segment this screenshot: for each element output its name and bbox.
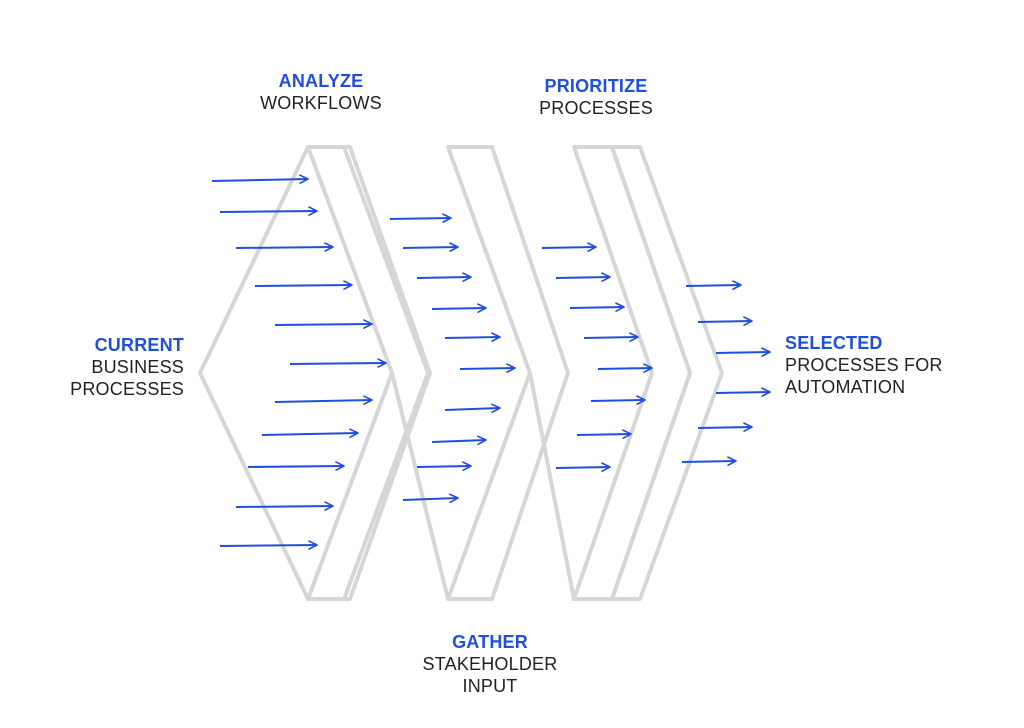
stage-1-arrow [416,461,472,471]
stage-1-arrow [459,363,516,373]
stage-2-arrow [569,302,625,312]
stage-1-arrow [431,435,487,446]
input-arrow [254,280,353,290]
current-label: CURRENT BUSINESS PROCESSES [64,334,184,400]
current-heading: CURRENT [94,335,184,355]
selected-heading: SELECTED [785,333,883,353]
output-arrow [715,387,771,397]
stage-1-arrow [444,332,501,342]
input-arrow [247,461,345,471]
stage-1-arrow [389,213,452,223]
prioritize-body: PROCESSES [539,98,653,118]
output-arrow [685,280,742,290]
input-arrow [261,428,359,438]
stage-2-arrow [576,429,632,439]
input-arrow [274,395,373,405]
stage-2-arrow [590,395,646,405]
prioritize-label: PRIORITIZE PROCESSES [530,75,662,119]
analyze-body: WORKFLOWS [260,93,382,113]
output-arrow [715,347,771,357]
prioritize-chevron [572,145,692,601]
stage-1-arrow [402,493,459,504]
selected-label: SELECTED PROCESSES FOR AUTOMATION [785,332,965,398]
input-arrows [211,174,387,550]
input-arrow [211,174,309,184]
stage-1-arrow [444,403,501,414]
output-chevron [610,145,724,601]
output-arrow [681,456,737,466]
stage-shapes [198,145,724,601]
stage-1-arrow [416,272,472,282]
lower-prioritize-link [528,372,576,600]
output-arrow [697,316,753,326]
selected-body: PROCESSES FOR AUTOMATION [785,355,943,397]
stage-1-arrow [402,242,459,252]
lower-gather-link [390,372,450,600]
input-arrow [235,501,334,511]
current-body: BUSINESS PROCESSES [70,357,184,399]
stage-2-arrow [583,332,639,342]
gather-heading: GATHER [452,632,528,652]
gather-chevron [446,145,570,601]
stage-2-arrow [597,363,653,373]
analyze-heading: ANALYZE [278,71,364,91]
input-arrow [235,242,334,252]
gather-label: GATHER STAKEHOLDER INPUT [410,631,570,697]
gather-body: STAKEHOLDER INPUT [422,654,558,696]
stage-2-arrow [555,462,611,472]
stage-2-arrow [541,242,597,252]
stage-1-arrow [431,303,487,313]
stage-2-arrow [555,272,611,282]
output-arrow [697,422,753,432]
input-arrow [274,319,373,329]
stage-1-arrows [389,213,516,504]
input-arrow [219,540,318,550]
input-arrow [289,358,387,368]
input-arrow [219,206,318,216]
stage-2-arrows [541,242,653,472]
prioritize-heading: PRIORITIZE [544,76,648,96]
analyze-label: ANALYZE WORKFLOWS [254,70,388,114]
output-arrows [681,280,771,466]
